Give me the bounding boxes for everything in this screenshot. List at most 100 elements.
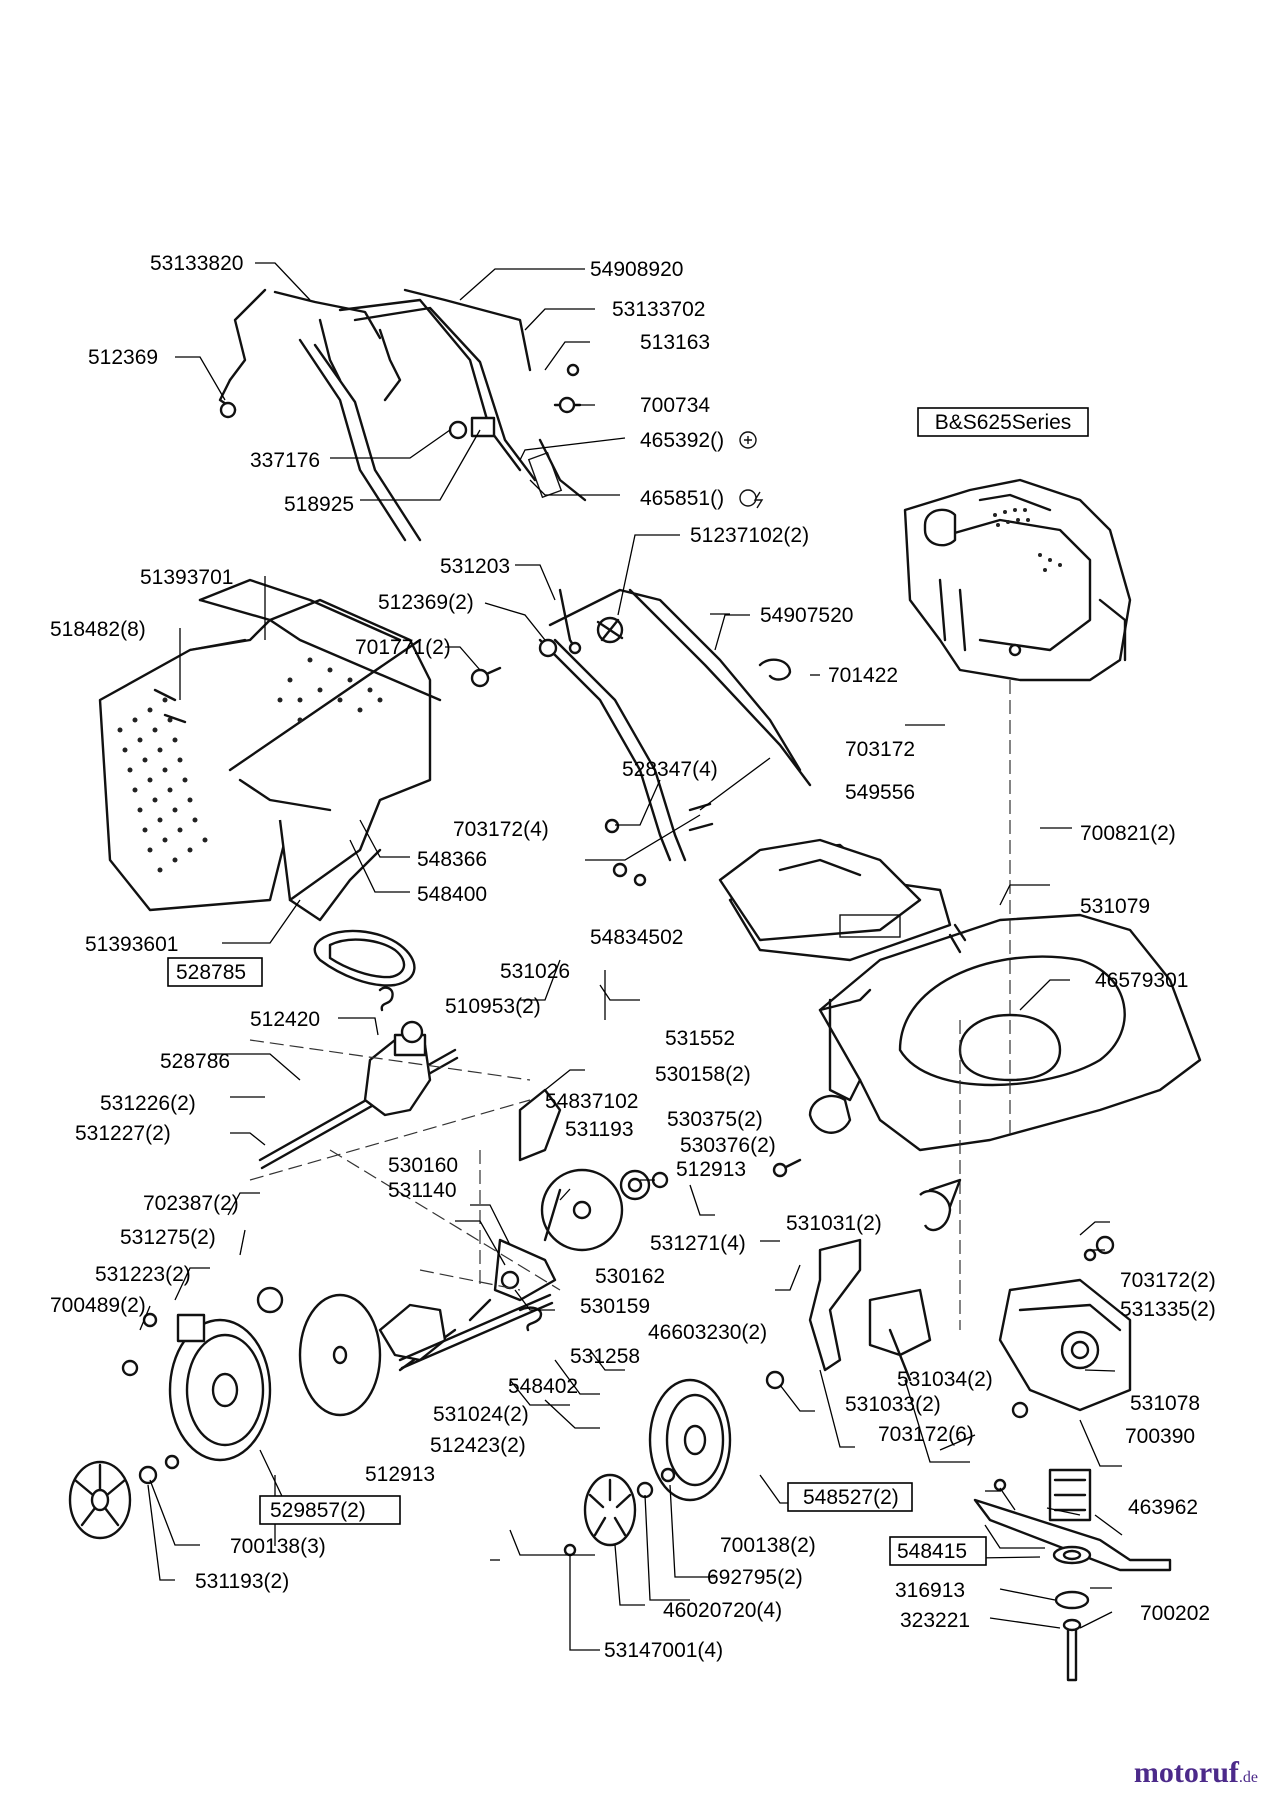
label-531024: 531024(2)	[433, 1403, 529, 1426]
label-51393601: 51393601	[85, 933, 178, 956]
watermark-suffix: .de	[1238, 1769, 1258, 1786]
nut-512369	[219, 401, 237, 419]
label-692795: 692795(2)	[707, 1566, 803, 1589]
label-701422: 701422	[828, 664, 898, 687]
engine-grille	[993, 508, 1062, 572]
label-549556: 549556	[845, 781, 915, 804]
label-512369b: 512369(2)	[378, 591, 474, 614]
deflector-group	[718, 838, 922, 942]
label-700138b: 700138(2)	[720, 1534, 816, 1557]
label-46603230: 46603230(2)	[648, 1321, 767, 1344]
cutter-group	[765, 1178, 1172, 1682]
label-548400: 548400	[417, 883, 487, 906]
label-512369: 512369	[88, 346, 158, 369]
belt-label-box	[167, 957, 263, 987]
rear-wheel-label-box	[787, 1482, 913, 1512]
label-518925: 518925	[284, 493, 354, 516]
label-530158: 530158(2)	[655, 1063, 751, 1086]
upper-handle-group	[218, 288, 587, 542]
electric-start-icon	[739, 489, 757, 507]
label-530375: 530375(2)	[667, 1108, 763, 1131]
label-513163: 513163	[640, 331, 710, 354]
label-51237102: 51237102(2)	[690, 524, 809, 547]
label-531079: 531079	[1080, 895, 1150, 918]
wheel-label-box	[259, 1495, 401, 1525]
label-46020720: 46020720(4)	[663, 1599, 782, 1622]
label-465851: 465851()	[640, 487, 724, 510]
label-703172: 703172	[845, 738, 915, 761]
label-531227: 531227(2)	[75, 1122, 171, 1145]
label-531078: 531078	[1130, 1392, 1200, 1415]
label-703172d: 703172(6)	[878, 1423, 974, 1446]
engine-label-box	[917, 407, 1089, 437]
belt-528785	[313, 929, 416, 987]
engine-brake-icon	[739, 431, 757, 449]
label-512423: 512423(2)	[430, 1434, 526, 1457]
label-702387: 702387(2)	[143, 1192, 239, 1215]
label-531031: 531031(2)	[786, 1212, 882, 1235]
label-316913: 316913	[895, 1579, 965, 1602]
label-53147001: 53147001(4)	[604, 1639, 723, 1662]
label-54834502: 54834502	[590, 926, 683, 949]
label-700202: 700202	[1140, 1602, 1210, 1625]
label-703172c: 703172(2)	[1120, 1269, 1216, 1292]
watermark-logo: motoruf.de	[1134, 1756, 1258, 1790]
label-463962: 463962	[1128, 1496, 1198, 1519]
label-531033: 531033(2)	[845, 1393, 941, 1416]
label-703172b: 703172(4)	[453, 818, 549, 841]
label-530159: 530159	[580, 1295, 650, 1318]
label-53133702: 53133702	[612, 298, 705, 321]
label-528786: 528786	[160, 1050, 230, 1073]
label-531034: 531034(2)	[897, 1368, 993, 1391]
label-54907520: 54907520	[760, 604, 853, 627]
label-54837102: 54837102	[545, 1090, 638, 1113]
label-531226: 531226(2)	[100, 1092, 196, 1115]
engine-group	[903, 478, 1132, 682]
label-548366: 548366	[417, 848, 487, 871]
label-531026: 531026	[500, 960, 570, 983]
label-531140: 531140	[388, 1179, 457, 1202]
label-512420: 512420	[250, 1008, 320, 1031]
label-528785: 528785	[176, 961, 246, 984]
label-530376: 530376(2)	[680, 1134, 776, 1157]
label-510953: 510953(2)	[445, 995, 541, 1018]
label-531258: 531258	[570, 1345, 640, 1368]
label-46579301: 46579301	[1095, 969, 1188, 992]
label-512913: 512913	[676, 1158, 746, 1181]
label-548415: 548415	[897, 1540, 967, 1563]
label-518482: 518482(8)	[50, 618, 146, 641]
engine-series-label: B&S625Series	[935, 411, 1072, 434]
blade-label-box	[889, 1536, 987, 1566]
label-465392: 465392()	[640, 429, 724, 452]
label-531193b: 531193(2)	[195, 1570, 289, 1593]
label-700489: 700489(2)	[50, 1294, 146, 1317]
label-529857: 529857(2)	[270, 1499, 366, 1522]
label-53133820: 53133820	[150, 252, 243, 275]
label-531335: 531335(2)	[1120, 1298, 1216, 1321]
label-700138: 700138(3)	[230, 1535, 326, 1558]
watermark-name: motoruf	[1133, 1756, 1239, 1789]
label-528347: 528347(4)	[622, 758, 718, 781]
label-512913b: 512913	[365, 1463, 435, 1486]
label-531193: 531193	[565, 1118, 634, 1141]
bag-mesh-pattern	[117, 657, 383, 873]
label-51393701: 51393701	[140, 566, 233, 589]
label-531271: 531271(4)	[650, 1232, 746, 1255]
part-labels: 53133820 54908920 53133702 512369 513163…	[50, 252, 1216, 1662]
label-701771: 701771(2)	[355, 636, 451, 659]
lower-handle-group	[470, 588, 812, 887]
height-adjust-group	[378, 680, 1011, 1372]
label-531223: 531223(2)	[95, 1263, 191, 1286]
label-531275: 531275(2)	[120, 1226, 216, 1249]
label-531552: 531552	[665, 1027, 735, 1050]
label-465392-group: 465392()	[640, 429, 757, 452]
label-323221: 323221	[900, 1609, 970, 1632]
label-465851-group: 465851()	[640, 487, 764, 510]
label-531203: 531203	[440, 555, 510, 578]
label-700821: 700821(2)	[1080, 822, 1176, 845]
label-548527: 548527(2)	[803, 1486, 899, 1509]
gearbox-axle-group	[249, 986, 561, 1291]
grass-catcher-group	[98, 578, 442, 922]
leader-lines	[139, 262, 1123, 1651]
